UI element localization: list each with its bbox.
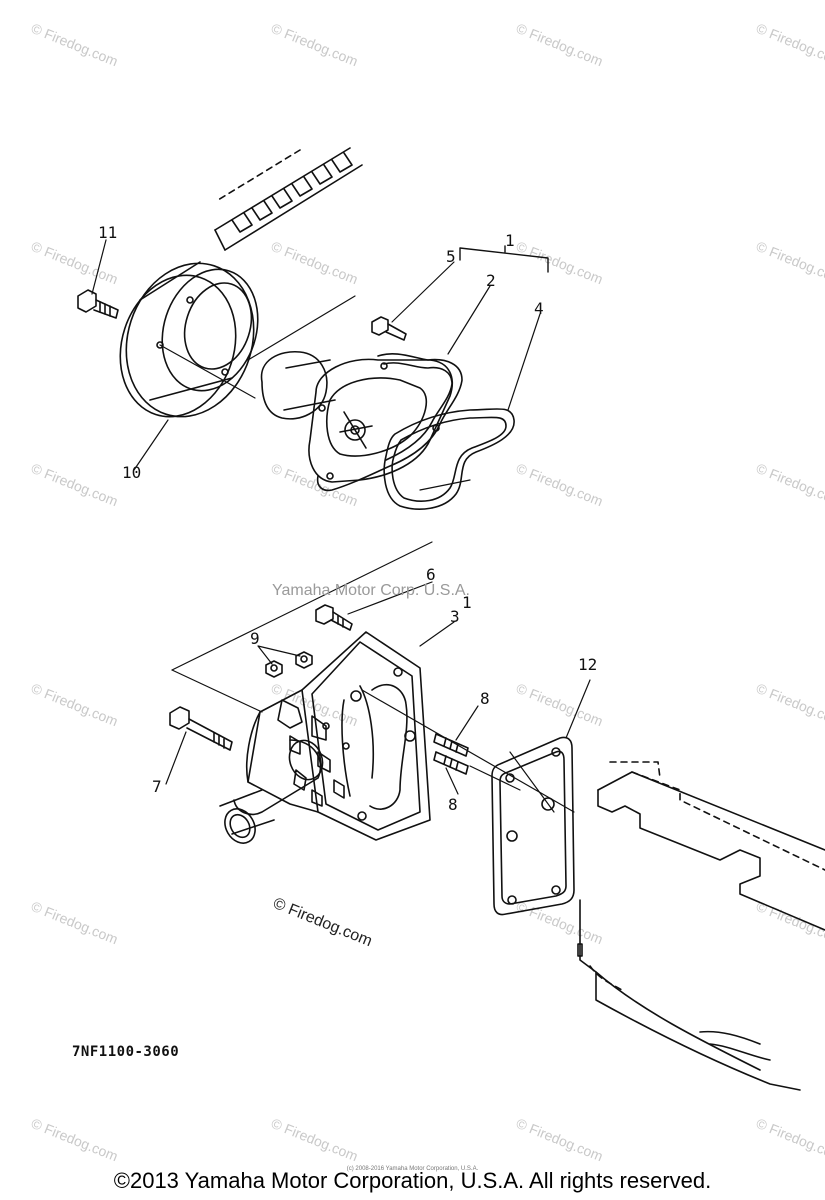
pump-bolt <box>371 316 407 341</box>
alignment-line <box>361 689 575 813</box>
stud <box>433 733 469 775</box>
engine-block <box>577 761 825 1091</box>
callout-number: 6 <box>426 565 436 584</box>
callout-number: 2 <box>486 271 496 290</box>
callout-number: 11 <box>98 223 117 242</box>
alignment-line <box>469 765 521 791</box>
alignment-line <box>159 344 256 399</box>
callout-number: 8 <box>448 795 458 814</box>
housing-bolt <box>315 604 353 631</box>
alignment-line <box>171 541 433 671</box>
center-watermark: Yamaha Motor Corp. U.S.A. <box>272 582 470 599</box>
housing-gasket <box>491 736 575 916</box>
pump-housing <box>219 631 431 844</box>
tiny-credit: (c) 2008-2016 Yamaha Motor Corporation, … <box>346 1166 479 1172</box>
footer-copyright: ©2013 Yamaha Motor Corporation, U.S.A. A… <box>113 1168 712 1193</box>
water-pump <box>260 350 454 483</box>
alignment-line <box>509 751 555 813</box>
callout-bracket <box>459 245 549 273</box>
drive-belt <box>214 147 363 251</box>
alignment-line <box>171 669 263 713</box>
pulley-bolt <box>77 289 119 319</box>
diagram-code: 7NF1100-3060 <box>72 1044 180 1060</box>
callout-number: 9 <box>250 629 260 648</box>
callout-number: 12 <box>578 655 597 674</box>
exploded-view-drawing: 1 1 2 3 4 5 6 7 8 8 9 10 11 12 <box>77 147 825 1091</box>
nut <box>265 651 313 678</box>
callout-number: 1 <box>462 593 472 612</box>
callout-number: 4 <box>534 299 544 318</box>
pump-gasket <box>316 353 463 492</box>
callout-number: 10 <box>122 463 141 482</box>
callout-number: 1 <box>505 231 515 250</box>
o-ring <box>383 408 515 510</box>
callout-number: 5 <box>446 247 456 266</box>
callout-number: 7 <box>152 777 162 796</box>
alignment-line <box>419 479 471 491</box>
pulley <box>119 261 259 418</box>
callout-number: 8 <box>480 689 490 708</box>
callout-number: 3 <box>450 607 460 626</box>
long-bolt <box>169 706 233 751</box>
alignment-line <box>247 295 356 361</box>
leader-lines <box>91 239 591 795</box>
